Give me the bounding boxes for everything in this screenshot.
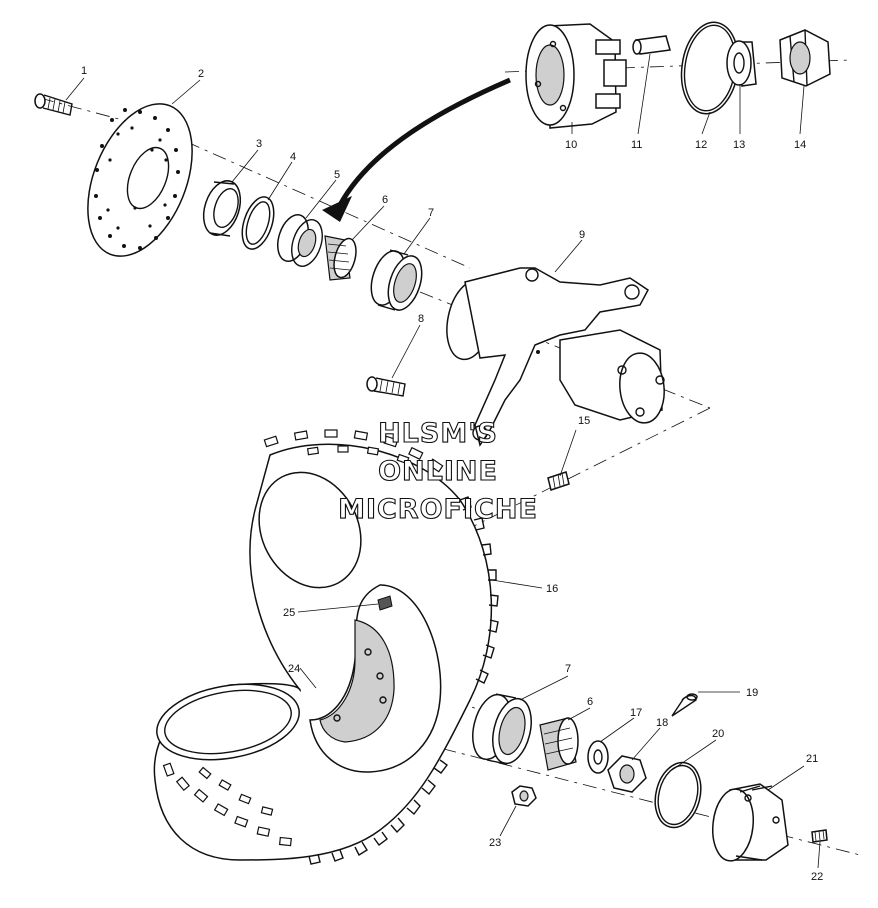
part-6-bearing-cone: [324, 235, 357, 281]
part-7-bearing-cup: [370, 249, 423, 311]
callout-17: 17: [630, 707, 642, 719]
callout-19: 19: [746, 687, 758, 699]
part-7-bearing-cup-lower: [472, 693, 532, 765]
watermark-line-1: HLSM'S: [378, 418, 498, 449]
part-3-seal: [202, 180, 242, 237]
watermark-line-2: ONLINE: [378, 456, 498, 487]
callout-1: 1: [81, 65, 87, 77]
callout-4: 4: [290, 151, 296, 163]
part-25-valve-stem: [377, 595, 393, 611]
callout-10: 10: [565, 139, 577, 151]
part-4-snap-ring: [241, 196, 275, 250]
callout-12: 12: [695, 139, 707, 151]
callout-23: 23: [489, 837, 501, 849]
callout-20: 20: [712, 728, 724, 740]
part-20-o-ring: [654, 761, 702, 829]
part-23-nut: [511, 785, 537, 807]
callout-18: 18: [656, 717, 668, 729]
part-15-fitting: [547, 471, 570, 491]
callout-6-lower: 6: [587, 696, 593, 708]
callout-11: 11: [631, 139, 642, 151]
callout-9: 9: [579, 229, 585, 241]
part-6-bearing-cone-lower: [539, 717, 579, 771]
part-14-axle-nut: [779, 29, 831, 87]
leader-lines: [65, 53, 821, 869]
part-9-knuckle: [446, 267, 665, 447]
part-13-washer: [726, 40, 757, 87]
part-5-spacer: [277, 214, 323, 267]
callout-21: 21: [806, 753, 818, 765]
callout-16: 16: [546, 583, 558, 595]
part-24-wheel-rim: [309, 584, 442, 773]
callout-22: 22: [811, 871, 823, 883]
part-2-brake-disc: [87, 103, 193, 257]
part-17-washer: [587, 740, 609, 774]
watermark-line-3: MICROFICHE: [338, 494, 538, 525]
part-18-castle-nut: [607, 755, 647, 793]
callout-7: 7: [428, 207, 434, 219]
callout-15: 15: [578, 415, 590, 427]
part-8-bolt: [366, 376, 406, 397]
assembly-arrow: [322, 77, 511, 222]
callout-5: 5: [334, 169, 340, 181]
part-21-hub-cap: [712, 783, 789, 862]
part-11-pin: [632, 35, 671, 55]
callouts: 1 2 3 4 5 6 7 8 9 10 11 12 13 14 15 16 7…: [81, 65, 823, 883]
part-19-cotter-pin: [671, 693, 698, 717]
callout-8: 8: [418, 313, 424, 325]
callout-14: 14: [794, 139, 806, 151]
callout-2: 2: [198, 68, 204, 80]
part-22-screw: [811, 829, 828, 843]
part-1-disc-bolt: [34, 93, 73, 116]
callout-6: 6: [382, 194, 388, 206]
callout-3: 3: [256, 138, 262, 150]
watermark: HLSM'S ONLINE MICROFICHE: [338, 417, 538, 525]
callout-7-lower: 7: [565, 663, 571, 675]
part-10-hub: [525, 23, 627, 129]
part-12-o-ring: [680, 21, 740, 115]
callout-13: 13: [733, 139, 745, 151]
callout-24: 24: [288, 663, 300, 675]
callout-25: 25: [283, 607, 295, 619]
